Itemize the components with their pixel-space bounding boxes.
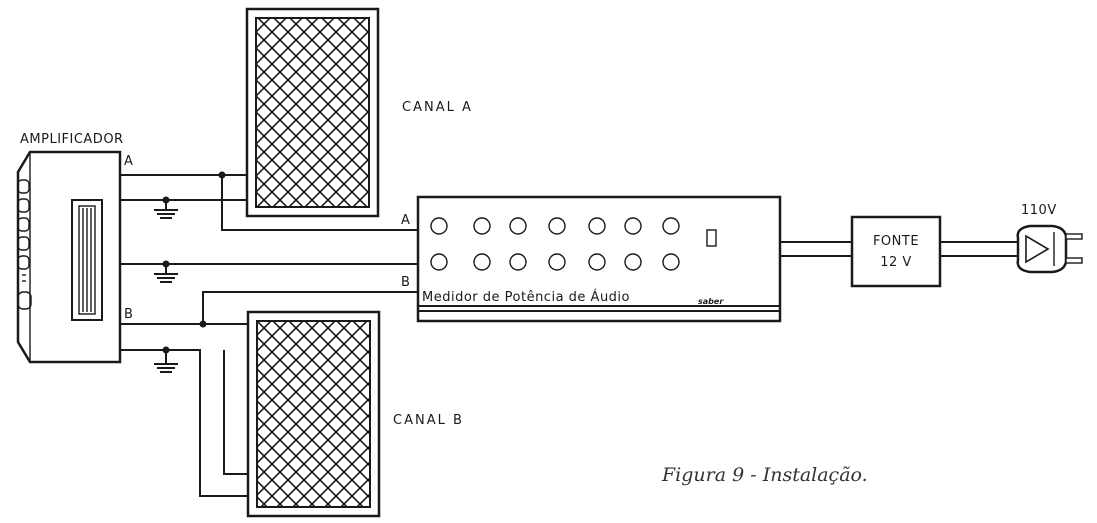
meter-led-row-bottom — [430, 253, 680, 271]
junction-dots — [162, 171, 226, 354]
amplifier-output-a-label: A — [124, 154, 133, 169]
meter-brand-logo: saber — [698, 297, 724, 306]
amplifier-knobs — [17, 179, 32, 310]
figure-caption: Figura 9 - Instalação. — [661, 464, 868, 486]
speaker-channel-a — [245, 7, 380, 218]
amplifier — [16, 150, 122, 364]
ground-symbol-a — [154, 200, 178, 219]
amplifier-display — [71, 199, 103, 321]
meter-input-b-label: B — [401, 275, 410, 290]
power-meter — [416, 195, 782, 323]
meter-input-a-label: A — [401, 213, 410, 228]
amplifier-label: AMPLIFICADOR — [20, 132, 124, 147]
channel-a-label: CANAL A — [402, 100, 473, 115]
ground-symbol-meter — [154, 264, 178, 283]
meter-name-label: Medidor de Potência de Áudio — [422, 289, 630, 305]
mains-voltage-label: 110V — [1021, 203, 1057, 218]
power-supply-voltage-label: 12 V — [880, 255, 912, 270]
meter-led-row-top — [430, 217, 680, 235]
amplifier-output-b-label: B — [124, 307, 133, 322]
power-supply-label: FONTE — [873, 234, 919, 249]
ground-symbol-b — [154, 350, 178, 373]
wiring — [120, 174, 1018, 497]
power-supply — [850, 215, 942, 288]
meter-switch — [706, 229, 717, 247]
plug-icon — [1016, 224, 1083, 274]
speaker-channel-b — [246, 310, 381, 518]
channel-b-label: CANAL B — [393, 413, 464, 428]
